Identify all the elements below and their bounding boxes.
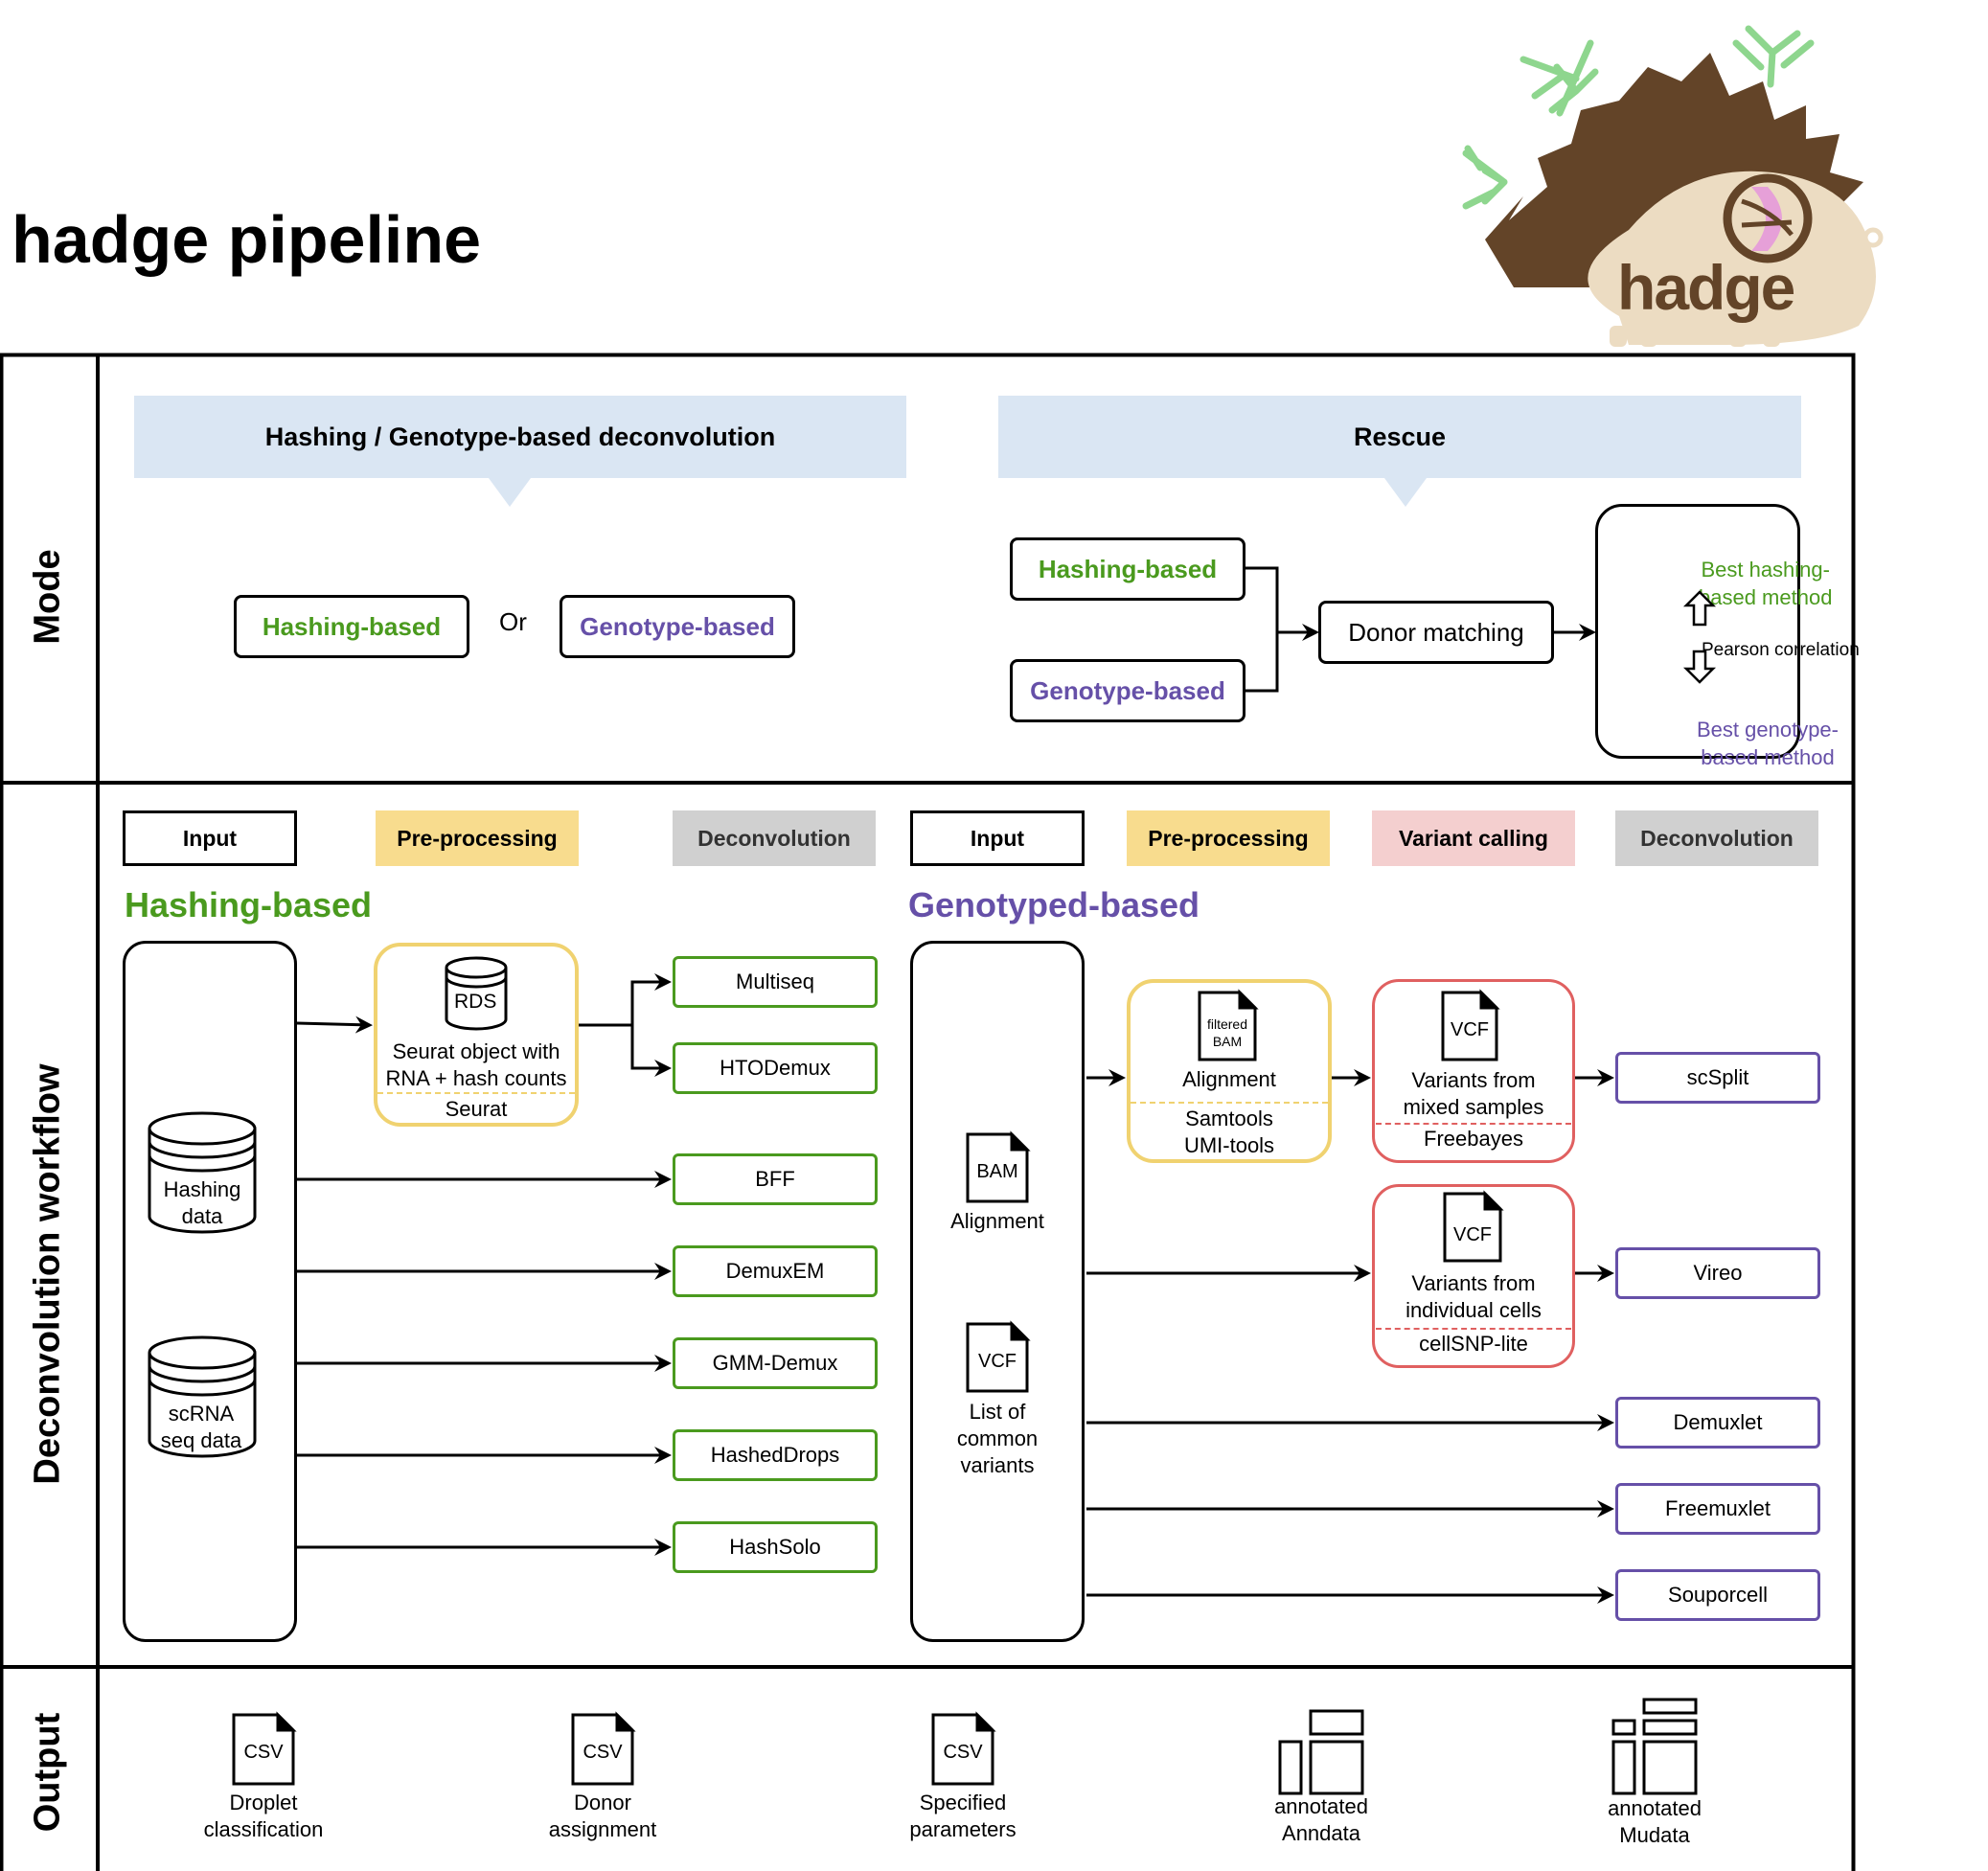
method-gmm-demux: GMM-Demux xyxy=(673,1337,878,1389)
best-genotype-label: Best genotype- based method xyxy=(1697,718,1839,769)
header-input-right: Input xyxy=(910,810,1085,866)
or-label: Or xyxy=(499,607,527,636)
method-souporcell: Souporcell xyxy=(1615,1569,1820,1621)
vcf-desc: List of common variants xyxy=(956,1400,1039,1477)
bam-desc: Alignment xyxy=(950,1209,1044,1233)
rescue-hashing-box: Hashing-based xyxy=(1010,537,1245,601)
output-icon-label-2: CSV xyxy=(943,1742,983,1763)
output-specified-parameters: Specified parameters xyxy=(909,1791,1017,1841)
dna-eye-icon xyxy=(1723,173,1813,263)
method-freemuxlet: Freemuxlet xyxy=(1615,1483,1820,1535)
seurat-tool-label: Seurat xyxy=(445,1097,508,1121)
divider xyxy=(1376,1328,1571,1330)
genotyped-section-title: Genotyped-based xyxy=(908,885,1200,924)
anndata-icon xyxy=(1278,1709,1364,1795)
method-demuxlet: Demuxlet xyxy=(1615,1397,1820,1449)
mudata-icon xyxy=(1611,1698,1698,1795)
header-preprocessing-right: Pre-processing xyxy=(1127,810,1330,866)
row-label-mode: Mode xyxy=(27,549,68,645)
variants-individual-label: Variants from individual cells xyxy=(1405,1271,1542,1322)
genotype-input-panel xyxy=(910,941,1085,1642)
header-variant-calling: Variant calling xyxy=(1372,810,1575,866)
scrna-data-label: scRNA seq data xyxy=(160,1402,242,1452)
freebayes-label: Freebayes xyxy=(1424,1127,1523,1151)
divider xyxy=(1376,1123,1571,1125)
bam-icon-label: BAM xyxy=(976,1161,1018,1182)
vcf1-label: VCF xyxy=(1451,1019,1489,1040)
hashing-input-panel xyxy=(123,941,297,1642)
samtools-box xyxy=(1127,979,1332,1163)
vcf-icon-label: VCF xyxy=(978,1351,1017,1372)
samtools-label: Samtools UMI-tools xyxy=(1183,1107,1275,1157)
output-droplet-classification: Droplet classification xyxy=(203,1791,324,1841)
donor-matching-box: Donor matching xyxy=(1318,601,1554,664)
method-multiseq: Multiseq xyxy=(673,956,878,1008)
mode-banner-left: Hashing / Genotype-based deconvolution xyxy=(134,396,906,478)
alignment-label: Alignment xyxy=(1182,1067,1276,1091)
method-htodemux: HTODemux xyxy=(673,1042,878,1094)
row-label-workflow: Deconvolution workflow xyxy=(27,1063,68,1485)
method-demuxem: DemuxEM xyxy=(673,1245,878,1297)
seurat-box xyxy=(374,943,579,1127)
banner-tail xyxy=(489,478,531,507)
hashing-section-title: Hashing-based xyxy=(125,885,373,924)
banner-tail xyxy=(1384,478,1427,507)
best-hashing-label: Best hashing- based method xyxy=(1699,558,1833,609)
method-hasheddrops: HashedDrops xyxy=(673,1429,878,1481)
freebayes-box xyxy=(1372,979,1575,1163)
output-annotated-anndata: annotated Anndata xyxy=(1274,1794,1368,1845)
divider xyxy=(377,1092,575,1094)
method-vireo: Vireo xyxy=(1615,1247,1820,1299)
method-hashsolo: HashSolo xyxy=(673,1521,878,1573)
header-preprocessing-left: Pre-processing xyxy=(376,810,579,866)
output-annotated-mudata: annotated Mudata xyxy=(1608,1796,1702,1847)
rds-label: RDS xyxy=(454,991,497,1013)
header-input-left: Input xyxy=(123,810,297,866)
cellsnp-label: cellSNP-lite xyxy=(1419,1332,1528,1356)
logo-text: hadge xyxy=(1617,252,1795,323)
mode-hashing-box: Hashing-based xyxy=(234,595,469,658)
divider xyxy=(1131,1102,1328,1104)
cellsnp-box xyxy=(1372,1184,1575,1368)
best-method-box xyxy=(1595,504,1800,759)
header-deconvolution-right: Deconvolution xyxy=(1615,810,1818,866)
method-scsplit: scSplit xyxy=(1615,1052,1820,1104)
method-bff: BFF xyxy=(673,1153,878,1205)
vcf2-label: VCF xyxy=(1453,1224,1492,1245)
row-label-output: Output xyxy=(27,1712,68,1833)
output-donor-assignment: Donor assignment xyxy=(548,1791,657,1841)
header-deconvolution-left: Deconvolution xyxy=(673,810,876,866)
rescue-genotype-box: Genotype-based xyxy=(1010,659,1245,722)
filtered-bam-label: filtered BAM xyxy=(1206,1016,1248,1049)
pearson-label: Pearson correlation xyxy=(1702,640,1860,660)
antibody-icon xyxy=(1732,25,1815,88)
seurat-desc: Seurat object with RNA + hash counts xyxy=(385,1039,567,1090)
antibody-icon xyxy=(1462,145,1508,210)
output-icon-label-0: CSV xyxy=(243,1742,284,1763)
mode-banner-right: Rescue xyxy=(998,396,1801,478)
page-title: hadge pipeline xyxy=(11,202,482,277)
output-icon-label-1: CSV xyxy=(583,1742,623,1763)
hashing-data-label: Hashing data xyxy=(163,1177,241,1228)
variants-mixed-label: Variants from mixed samples xyxy=(1403,1068,1544,1119)
mode-genotype-box: Genotype-based xyxy=(560,595,795,658)
antibody-icon xyxy=(1520,39,1599,117)
